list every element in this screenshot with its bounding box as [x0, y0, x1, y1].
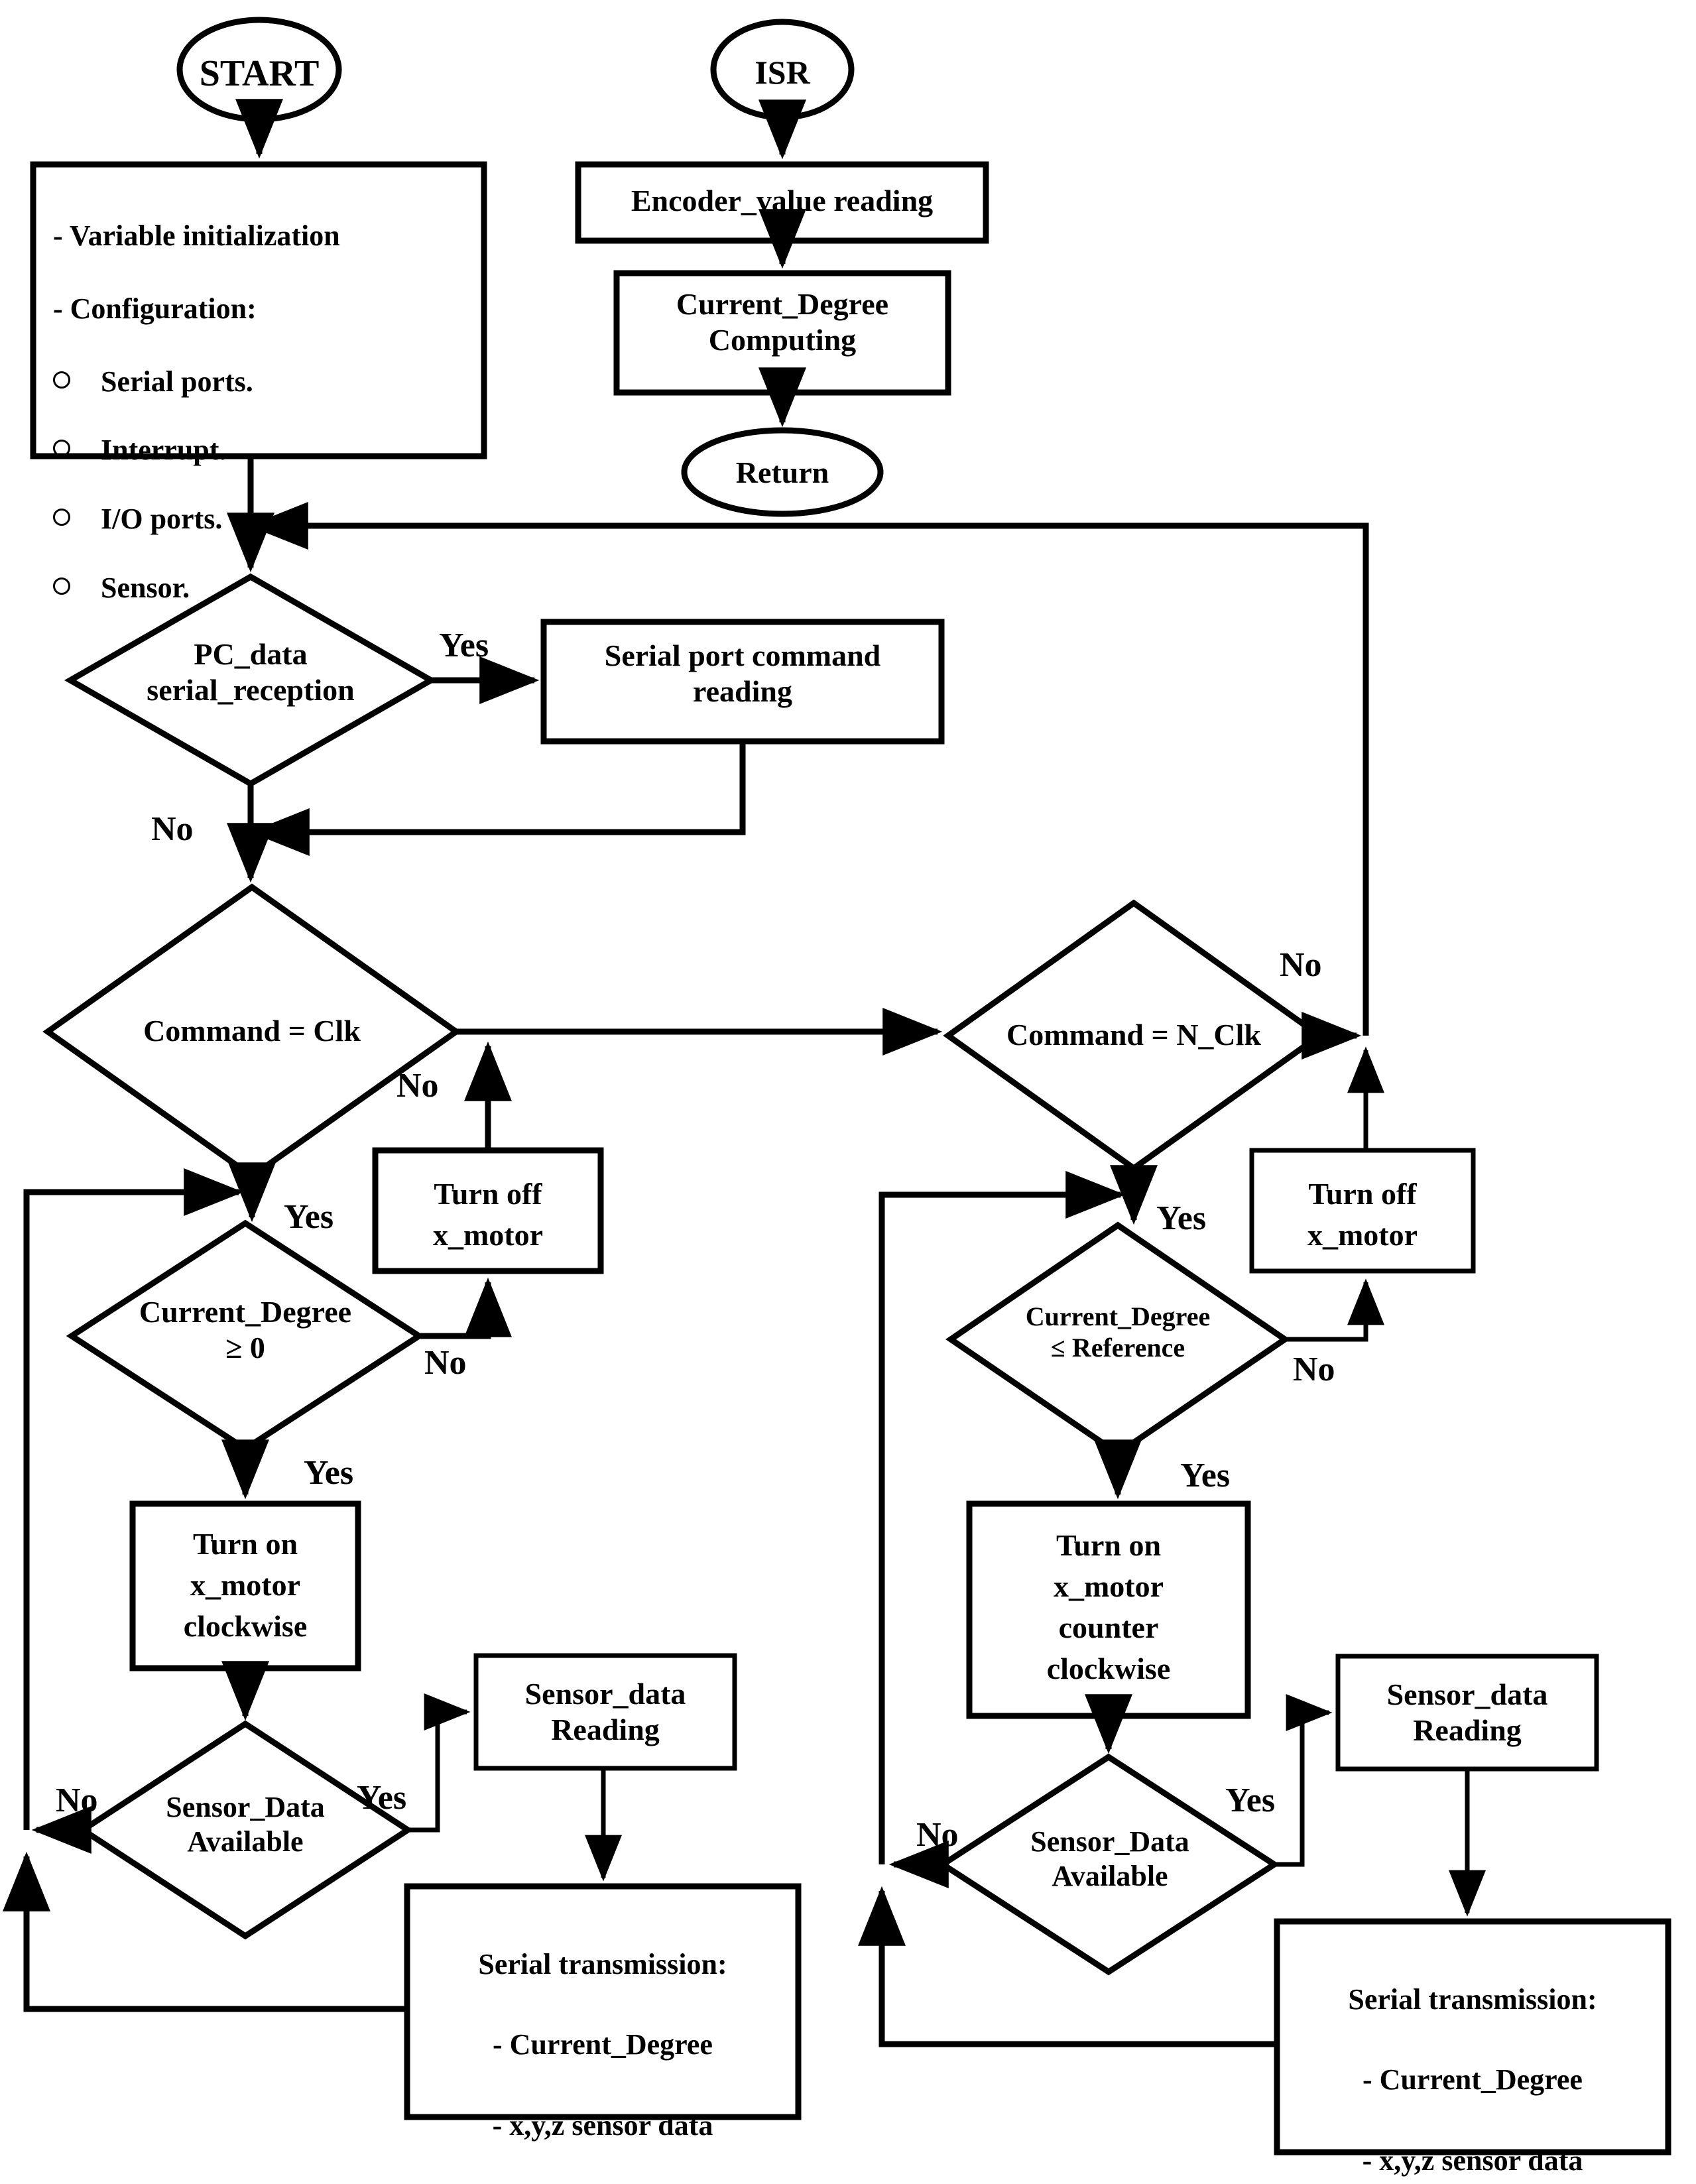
bullet-circle-icon	[53, 577, 70, 595]
node-init-shape	[30, 161, 487, 459]
node-sensor-avail-right-label: Sensor_Data Available	[1030, 1825, 1189, 1892]
init-bullet-3-label: Sensor.	[101, 571, 190, 604]
node-turn-on-cw-label: Turn on x_motor clockwise	[183, 1527, 308, 1644]
node-sensor-read-right-label: Sensor_data Reading	[1386, 1677, 1548, 1748]
init-line-2: - Configuration:	[53, 292, 257, 325]
edge-deglerefno	[1285, 1278, 1384, 1342]
node-tx-right-label: Serial transmission: - Current_Degree - …	[1277, 1939, 1668, 2184]
tx-left-item-0: - Current_Degree	[493, 2028, 713, 2061]
node-tx-right-shape	[1274, 1918, 1671, 2155]
node-tx-left-shape	[404, 1883, 802, 2120]
node-turn-off-left-shape	[372, 1147, 604, 1274]
edge-degge0-no	[419, 1277, 512, 1339]
node-turn-off-right-shape	[1249, 1148, 1476, 1274]
branch-label-pcdata-no: No	[151, 810, 194, 848]
node-sensor-read-left-shape	[473, 1653, 737, 1771]
node-start-label: START	[199, 53, 320, 94]
tx-right-item-0: - Current_Degree	[1363, 2063, 1583, 2096]
bullet-circle-icon	[53, 440, 70, 457]
bullet-circle-icon	[53, 371, 70, 389]
node-turn-off-left-label: Turn off x_motor	[432, 1177, 544, 1252]
node-sensor-read-left-label: Sensor_data Reading	[524, 1677, 686, 1747]
branch-label-sensorright-no: No	[916, 1816, 959, 1854]
edge-sensorleft-yes	[408, 1693, 471, 1833]
branch-label-pcdata-yes: Yes	[439, 627, 489, 664]
edge-left-bottom-loop	[2, 1851, 407, 2012]
branch-label-sensorleft-yes: Yes	[357, 1779, 407, 1817]
node-tx-left-label: Serial transmission: - Current_Degree - …	[407, 1904, 798, 2184]
tx-left-item-1: - x,y,z sensor data	[492, 2108, 713, 2142]
node-cmd-nclk-label: Command = N_Clk	[1006, 1018, 1262, 1052]
init-bullet-1: Interrupt.	[53, 433, 477, 467]
branch-label-degleref-yes: Yes	[1180, 1457, 1231, 1494]
node-turn-off-right-label: Turn off x_motor	[1307, 1177, 1418, 1252]
init-bullet-2-label: I/O ports.	[101, 503, 223, 536]
branch-label-cmdclk-no: No	[396, 1067, 439, 1105]
node-encoder-read-label: Encoder_value reading	[631, 184, 934, 217]
node-init-label: - Variable initialization - Configuratio…	[53, 184, 477, 640]
node-return-shape	[681, 427, 884, 517]
branch-label-sensorleft-no: No	[56, 1782, 98, 1819]
node-turn-on-ccw-label: Turn on x_motor counter clockwise	[1046, 1528, 1171, 1686]
branch-label-degge0-no: No	[424, 1344, 467, 1382]
tx-right-title: Serial transmission:	[1348, 1982, 1597, 2016]
edge-sensorright-yes	[1274, 1694, 1333, 1867]
node-sensor-avail-left-shape	[77, 1720, 414, 1940]
branch-label-degleref-no: No	[1293, 1351, 1335, 1388]
branch-label-cmdnclk-no: No	[1280, 946, 1322, 984]
node-pc-data-label: PC_data serial_reception	[147, 637, 355, 707]
node-deg-ge0-label: Current_Degree ≥ 0	[139, 1295, 352, 1365]
edge-right-bottom-loop	[858, 1886, 1277, 2047]
edge-left-spine-up	[23, 1168, 244, 1830]
edge-right-spine-up	[878, 1171, 1126, 1864]
init-bullet-0: Serial ports.	[53, 365, 477, 399]
node-sensor-avail-left-label: Sensor_Data Available	[166, 1791, 325, 1858]
init-bullet-3: Sensor.	[53, 571, 477, 605]
branch-label-cmdclk-yes: Yes	[284, 1198, 334, 1236]
node-degree-compute-label: Current_Degree Computing	[676, 287, 889, 357]
branch-label-degge0-yes: Yes	[304, 1454, 354, 1492]
init-bullet-0-label: Serial ports.	[101, 365, 253, 398]
init-line-1: - Variable initialization	[53, 219, 340, 252]
branch-label-sensorright-yes: Yes	[1225, 1782, 1276, 1819]
init-bullet-1-label: Interrupt.	[101, 434, 227, 467]
node-sensor-read-right-shape	[1335, 1654, 1599, 1772]
node-turn-on-cw-shape	[129, 1500, 361, 1671]
edge-global-feedback-top	[262, 522, 1369, 1036]
node-turn-on-ccw-shape	[966, 1500, 1251, 1719]
edge-serialread-return	[264, 741, 746, 835]
tx-right-item-1: - x,y,z sensor data	[1362, 2144, 1583, 2177]
node-deg-le-ref-label: Current_Degree ≤ Reference	[1025, 1302, 1211, 1363]
node-sensor-avail-right-shape	[937, 1753, 1280, 1976]
init-bullet-2: I/O ports.	[53, 502, 477, 536]
node-isr-label: ISR	[755, 54, 810, 91]
branch-label-cmdnclk-yes: Yes	[1156, 1199, 1207, 1237]
bullet-circle-icon	[53, 509, 70, 526]
node-return-label: Return	[735, 455, 829, 489]
node-serial-read-label: Serial port command reading	[604, 638, 881, 709]
tx-left-title: Serial transmission:	[478, 1947, 727, 1980]
node-cmd-clk-label: Command = Clk	[143, 1014, 361, 1048]
